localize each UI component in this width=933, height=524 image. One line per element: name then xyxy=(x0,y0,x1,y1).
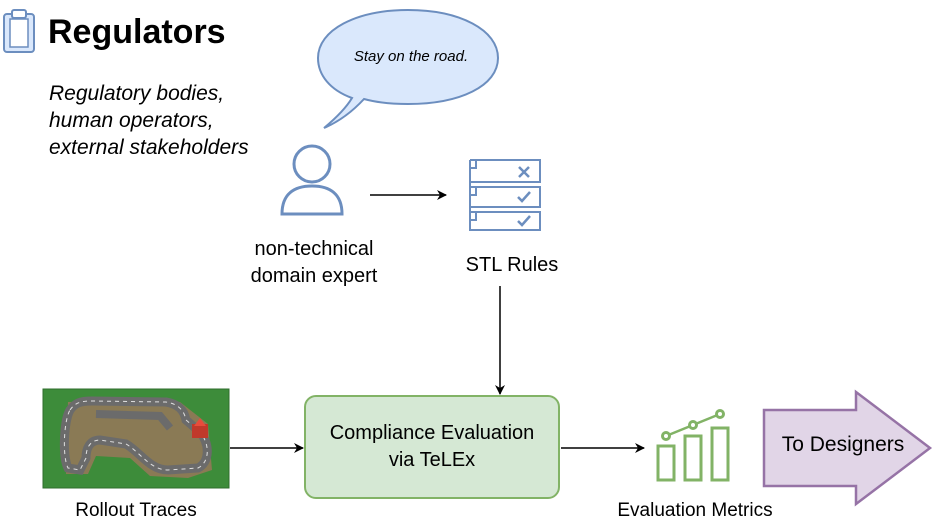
compliance-evaluation-box: Compliance Evaluation via TeLEx xyxy=(304,395,560,499)
compliance-line: via TeLEx xyxy=(388,449,476,471)
description-line: human operators, xyxy=(49,109,214,132)
stl-rules-label: STL Rules xyxy=(465,254,559,276)
to-designers-label: To Designers xyxy=(781,433,905,456)
clipboard-icon xyxy=(3,9,35,53)
regulators-description: Regulatory bodies, human operators, exte… xyxy=(49,80,249,161)
evaluation-metrics-label: Evaluation Metrics xyxy=(617,500,773,521)
rollout-traces-image xyxy=(42,388,230,489)
page-title: Regulators xyxy=(48,13,226,51)
rollout-traces-label: Rollout Traces xyxy=(75,500,197,521)
description-line: Regulatory bodies, xyxy=(49,82,225,105)
compliance-line: Compliance Evaluation xyxy=(329,422,535,444)
expert-label: non-technical domain expert xyxy=(234,236,394,290)
description-line: external stakeholders xyxy=(49,136,249,159)
checklist-icon xyxy=(469,159,541,231)
speech-bubble xyxy=(316,8,500,129)
bar-chart-icon xyxy=(656,409,730,482)
to-designers-arrow xyxy=(762,389,933,507)
speech-bubble-text: Stay on the road. xyxy=(353,48,469,65)
expert-label-line: non-technical xyxy=(254,238,374,260)
user-icon xyxy=(280,144,344,216)
expert-label-line: domain expert xyxy=(250,265,378,287)
